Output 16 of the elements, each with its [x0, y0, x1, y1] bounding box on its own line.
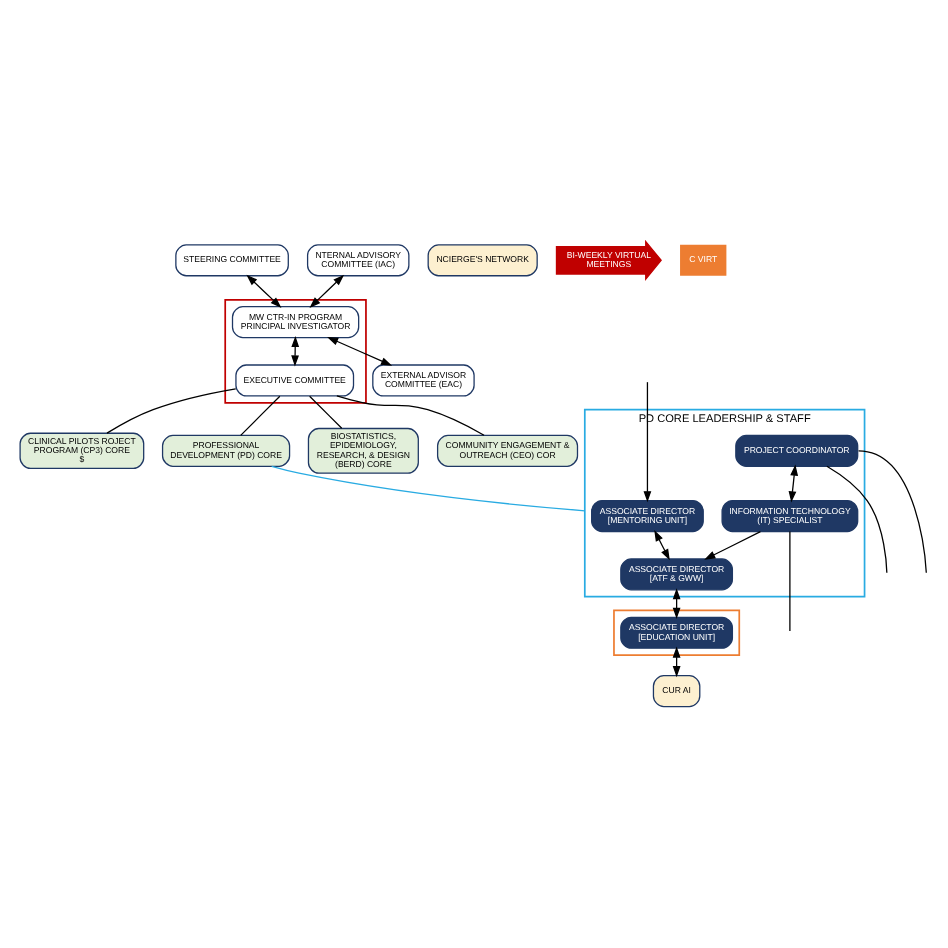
arrow: [246, 274, 282, 308]
arrow: [788, 464, 799, 503]
connector: [271, 465, 586, 512]
arrow: [704, 531, 762, 560]
arrow: [327, 336, 393, 366]
arrow: [654, 530, 670, 561]
connector: [789, 530, 791, 632]
connector: [240, 395, 281, 436]
connector: [308, 395, 343, 429]
connector: [857, 450, 927, 574]
connector: [106, 388, 237, 434]
arrow: [309, 274, 345, 308]
arrow: [291, 335, 300, 367]
connector: [336, 395, 485, 436]
connector: [826, 465, 888, 574]
arrow: [643, 381, 652, 503]
